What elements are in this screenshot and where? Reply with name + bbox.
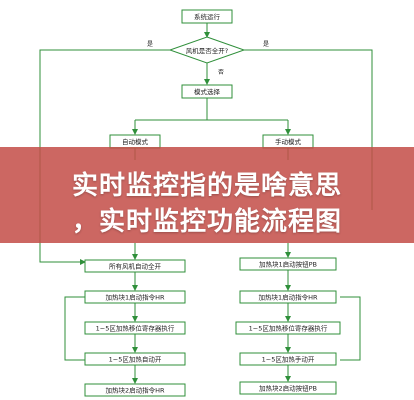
auto-step-2-label: 加热块1启动指令HR: [105, 293, 165, 302]
start-node-label: 系统运行: [194, 12, 221, 21]
manual-step-5-label: 加热块2启动按钮PB: [259, 384, 317, 393]
yes-left-label: 是: [147, 41, 153, 48]
manual-step-3-node: [235, 321, 341, 335]
manual-step-4-label: 1~5区加热手动开: [262, 355, 315, 364]
auto-step-2-node: [84, 290, 186, 304]
decision-node-label: 风机是否全开?: [186, 46, 228, 55]
auto-step-4-label: 1~5区加热自动开: [109, 355, 162, 364]
mode-select-node: [181, 84, 233, 99]
mode-select-label: 模式选择: [194, 87, 221, 96]
manual-step-5-node: [239, 381, 337, 395]
auto-step-3-label: 1~5区加热移位寄存器执行: [96, 324, 175, 333]
banner-title-line-2: ，实时监控功能流程图: [71, 207, 342, 237]
auto-step-1-label: 所有风机自动全开: [109, 262, 162, 271]
manual-step-2-label: 加热块1启动指令HR: [258, 293, 318, 302]
no-label: 否: [218, 69, 224, 76]
manual-mode-label: 手动模式: [275, 137, 302, 146]
connectors: [39, 23, 373, 384]
auto-step-5-label: 加热块2启动指令HR: [105, 386, 165, 395]
auto-step-4-node: [84, 352, 186, 366]
decision-node: [168, 36, 246, 64]
yes-right-label: 是: [263, 41, 269, 48]
manual-step-1-node: [239, 257, 337, 271]
manual-step-1-label: 加热块1启动按钮PB: [259, 260, 317, 269]
auto-mode-label: 自动模式: [122, 137, 149, 146]
auto-step-5-node: [84, 383, 186, 397]
manual-step-4-node: [239, 352, 337, 366]
title-banner: 实时监控指的是啥意思 ，实时监控功能流程图: [0, 147, 414, 243]
start-node: [181, 9, 233, 24]
manual-step-2-node: [239, 290, 337, 304]
banner-title-line-1: 实时监控指的是啥意思: [71, 171, 342, 201]
manual-step-3-label: 1~5区加热移位寄存器执行: [249, 324, 328, 333]
auto-step-3-node: [84, 321, 186, 335]
auto-step-1-node: [84, 259, 186, 273]
